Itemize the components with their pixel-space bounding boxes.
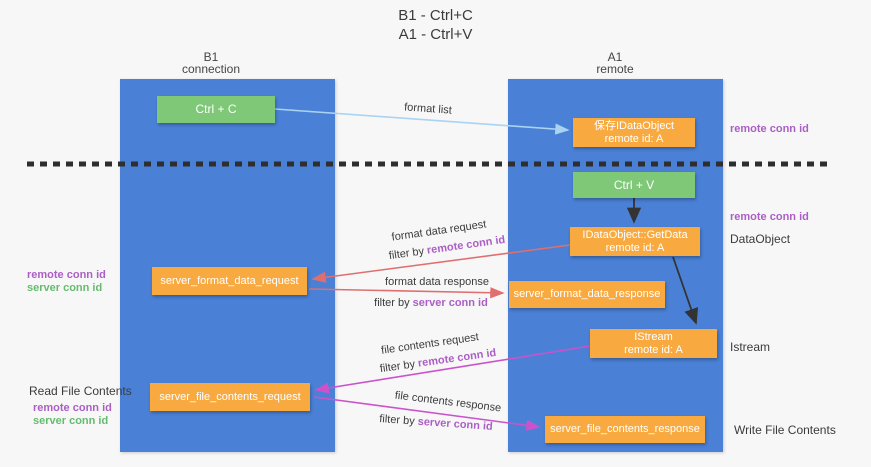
server-file-contents-request-box: server_file_contents_request [150,383,310,411]
format-data-response-label: format data response [385,276,489,288]
format-list-arrow [274,108,570,135]
column-header-a1: A1 remote [525,51,705,75]
filter-by-text: filter by [374,297,410,309]
ctrl-v-label: Ctrl + V [613,177,655,192]
server-format-data-response-box: server_format_data_response [509,281,665,308]
file-contents-response-arrow [313,396,541,431]
ctrl-v-keystroke-box: Ctrl + V [573,172,695,198]
column-b1-role: connection [181,62,241,76]
server-file-contents-request-label: server_file_contents_request [159,390,301,403]
remote-conn-id-legend-format: remote conn id [27,269,106,281]
istream-line2: remote id: A [624,343,683,356]
istream-annotation: Istream [730,340,771,354]
save-dataobject-line2: remote id: A [604,132,664,145]
ctrl-c-label: Ctrl + C [195,102,237,116]
server-conn-id-text: server conn id [412,297,488,309]
dataobject-annotation: DataObject [730,232,791,246]
server-format-data-response-label: server_format_data_response [513,288,661,300]
server-format-data-request-box: server_format_data_request [152,267,307,295]
format-data-response-arrow [308,287,505,299]
format-data-request-arrow [311,244,571,283]
server-file-contents-response-box: server_file_contents_response [545,416,705,443]
ctrl-c-keystroke-box: Ctrl + C [157,96,275,123]
remote-conn-id-annotation-top: remote conn id [730,123,809,135]
diagram-title: B1 - Ctrl+C A1 - Ctrl+V [0,6,871,44]
read-file-contents-annotation: Read File Contents [29,384,132,398]
save-dataobject-box: 保存IDataObject remote id: A [573,118,695,147]
getdata-box: IDataObject::GetData remote id: A [570,227,700,256]
save-dataobject-line1: 保存IDataObject [593,119,675,132]
column-header-b1: B1 connection [121,51,301,75]
server-format-data-request-label: server_format_data_request [160,274,299,287]
column-a1-role: remote [596,62,634,76]
write-file-contents-annotation: Write File Contents [734,423,836,437]
filter-by-text: filter by [378,413,416,428]
title-line-1: B1 - Ctrl+C [398,7,473,24]
server-conn-id-legend-file: server conn id [33,415,109,427]
getdata-line1: IDataObject::GetData [582,228,688,241]
column-b1-name: B1 [203,50,219,64]
server-file-contents-response-label: server_file_contents_response [550,423,700,435]
remote-conn-id-legend-file: remote conn id [33,402,112,414]
getdata-line2: remote id: A [605,241,665,254]
remote-conn-id-annotation-mid: remote conn id [730,211,809,223]
file-contents-request-arrow [314,345,591,394]
server-conn-id-legend-format: server conn id [27,282,103,294]
istream-line1: IStream [634,330,673,343]
getdata-to-istream-arrow [672,256,699,325]
istream-box: IStream remote id: A [590,329,717,358]
column-a1-name: A1 [607,50,623,64]
title-line-2: A1 - Ctrl+V [398,26,473,43]
